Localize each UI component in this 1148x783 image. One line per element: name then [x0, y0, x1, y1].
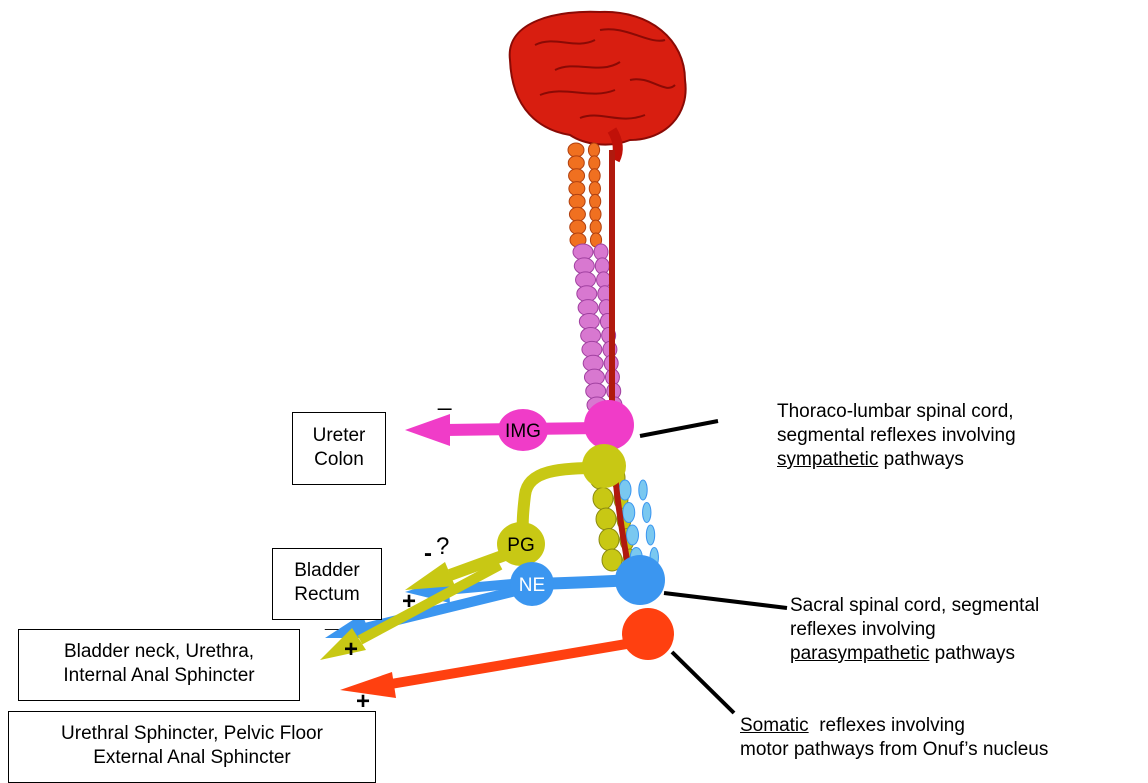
bladder-neck-box: Bladder neck, Urethra, Internal Anal Sph… — [18, 629, 300, 701]
neck-line-1: Bladder neck, Urethra, — [19, 640, 299, 664]
lumbar-node — [582, 444, 626, 488]
sacral-nerve-segment — [627, 525, 639, 545]
neck-plus-sign: + — [344, 638, 358, 662]
cervical-vertebra — [569, 207, 585, 221]
cervical-vertebra — [588, 143, 599, 157]
pg-label: PG — [507, 535, 534, 556]
ureter-label: Ureter — [293, 424, 385, 448]
cervical-vertebra — [589, 169, 600, 183]
ne-plus-sign: + — [402, 590, 416, 614]
sacral-nerve-segment — [646, 525, 654, 545]
cervical-vertebra — [568, 143, 584, 157]
img-label: IMG — [505, 421, 541, 442]
somatic-plus-sign: + — [356, 690, 370, 714]
pg-question-mark: ? — [436, 535, 449, 559]
neck-line-2: Internal Anal Sphincter — [19, 664, 299, 688]
sacral-line-3: parasympathetic pathways — [790, 642, 1039, 666]
somatic-line-1-rest: reflexes involving — [809, 715, 965, 736]
urethral-sphincter-box: Urethral Sphincter, Pelvic Floor Externa… — [8, 711, 376, 783]
somatic-line-1: Somatic reflexes involving — [740, 714, 1048, 738]
cervical-vertebra — [590, 207, 601, 221]
lumbar-vertebra — [599, 529, 619, 551]
img-minus-sign: _ — [438, 386, 451, 410]
thoracolumbar-node — [584, 400, 634, 450]
sacral-nerve-segment — [619, 480, 631, 500]
cervical-vertebrae — [568, 143, 602, 247]
neck-minus-sign: _ — [325, 608, 338, 632]
thoraco-line-1: Thoraco-lumbar spinal cord, — [777, 400, 1016, 424]
cervical-vertebra — [589, 156, 600, 170]
cervical-vertebra — [570, 220, 586, 234]
thoraco-line-2: segmental reflexes involving — [777, 424, 1016, 448]
somatic-description: Somatic reflexes involving motor pathway… — [740, 714, 1048, 762]
sacral-nerve-segment — [623, 503, 635, 523]
cervical-vertebra — [569, 194, 585, 208]
colon-label: Colon — [293, 448, 385, 472]
lumbar-vertebra — [596, 508, 616, 530]
pg-minus-sign: - — [424, 542, 432, 566]
sacral-line-1: Sacral spinal cord, segmental — [790, 594, 1039, 618]
sacral-nerve-segment — [639, 480, 647, 500]
sacral-line-3-rest: pathways — [929, 643, 1015, 664]
lumbar-vertebra — [593, 488, 613, 510]
rectum-label: Rectum — [273, 583, 381, 607]
sacral-line-2: reflexes involving — [790, 618, 1039, 642]
thoraco-leader-line — [640, 421, 718, 436]
sphincter-line-1: Urethral Sphincter, Pelvic Floor — [9, 722, 375, 746]
somatic-line-2: motor pathways from Onuf’s nucleus — [740, 738, 1048, 762]
somatic-pathway — [340, 640, 650, 698]
sacral-node — [615, 555, 665, 605]
sacral-leader-line — [664, 593, 787, 608]
onuf-node — [622, 608, 674, 660]
sacral-description: Sacral spinal cord, segmental reflexes i… — [790, 594, 1039, 666]
cervical-vertebra — [590, 220, 601, 234]
thoraco-line-3-rest: pathways — [878, 449, 964, 470]
sacral-nerve-segment — [643, 503, 651, 523]
parasympathetic-term: parasympathetic — [790, 643, 929, 664]
thoraco-description: Thoraco-lumbar spinal cord, segmental re… — [777, 400, 1016, 472]
bladder-label: Bladder — [273, 559, 381, 583]
somatic-term: Somatic — [740, 715, 809, 736]
ne-label: NE — [519, 575, 545, 596]
brain-illustration — [510, 12, 686, 160]
cervical-vertebra — [568, 156, 584, 170]
somatic-leader-line — [672, 652, 734, 713]
sympathetic-term: sympathetic — [777, 449, 878, 470]
cervical-vertebra — [589, 182, 600, 196]
cervical-vertebra — [569, 182, 585, 196]
thoraco-line-3: sympathetic pathways — [777, 448, 1016, 472]
ureter-colon-box: Ureter Colon — [292, 412, 386, 485]
spinal-column — [568, 143, 662, 600]
cervical-vertebra — [590, 194, 601, 208]
cervical-vertebra — [569, 169, 585, 183]
sphincter-line-2: External Anal Sphincter — [9, 746, 375, 770]
